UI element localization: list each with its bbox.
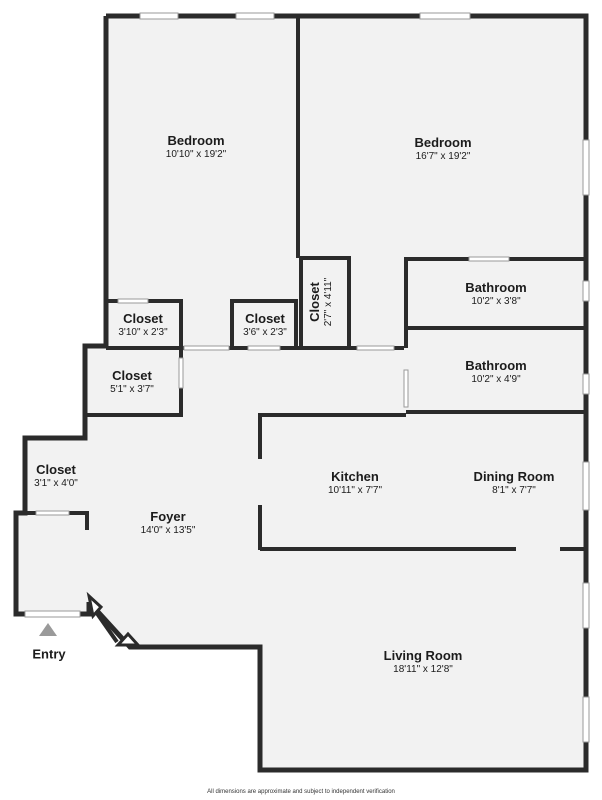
room-dims: 3'6" x 2'3": [243, 326, 287, 338]
room-dims: 2'7" x 4'11": [322, 277, 334, 327]
door-bath-lower: [403, 369, 409, 408]
window-bedroom-left-2: [235, 12, 275, 20]
room-dims: 10'2" x 4'9": [471, 373, 521, 385]
window-entry: [24, 610, 81, 618]
label-dining-room: Dining Room 8'1" x 7'7": [473, 468, 555, 496]
door-closet-d: [178, 357, 184, 389]
room-name: Living Room: [383, 647, 463, 663]
room-dims: 14'0" x 13'5": [140, 524, 196, 536]
label-bathroom-lower: Bathroom 10'2" x 4'9": [465, 357, 527, 385]
room-name: Dining Room: [473, 468, 555, 484]
room-dims: 10'2" x 3'8": [471, 295, 521, 307]
window-living-2: [582, 696, 590, 743]
label-kitchen: Kitchen 10'11" x 7'7": [327, 468, 383, 496]
entry-label: Entry: [32, 646, 66, 662]
room-name: Bathroom: [465, 357, 527, 373]
label-closet-e: Closet 3'1" x 4'0": [34, 461, 78, 489]
door-bath-upper: [468, 256, 510, 262]
room-name: Closet: [36, 461, 76, 477]
room-name: Bedroom: [167, 132, 225, 148]
room-dims: 10'10" x 19'2": [165, 148, 227, 160]
label-closet-b: Closet 3'6" x 2'3": [243, 310, 287, 338]
label-bedroom-right: Bedroom 16'7" x 19'2": [414, 134, 472, 162]
room-name: Closet: [112, 367, 152, 383]
floor-area: [16, 16, 586, 770]
room-name: Bathroom: [465, 279, 527, 295]
label-closet-d: Closet 5'1" x 3'7": [110, 367, 154, 395]
label-bathroom-upper: Bathroom 10'2" x 3'8": [465, 279, 527, 307]
window-dining: [582, 461, 590, 511]
label-bedroom-left: Bedroom 10'10" x 19'2": [165, 132, 227, 160]
room-dims: 5'1" x 3'7": [110, 383, 154, 395]
window-bedroom-right-side: [582, 139, 590, 196]
room-name: Bedroom: [414, 134, 472, 150]
window-bath-upper: [582, 280, 590, 302]
label-closet-c: Closet 2'7" x 4'11": [306, 277, 334, 327]
label-closet-a: Closet 3'10" x 2'3": [118, 310, 168, 338]
room-dims: 8'1" x 7'7": [492, 484, 536, 496]
label-foyer: Foyer 14'0" x 13'5": [140, 508, 196, 536]
wall-closet-b: [230, 299, 298, 348]
window-bedroom-right: [419, 12, 471, 20]
wall-bath-upper: [404, 257, 586, 348]
door-closet-b: [247, 345, 281, 351]
door-closet-a: [117, 298, 149, 304]
door-hall: [183, 345, 230, 351]
room-name: Closet: [306, 282, 322, 322]
window-bath-lower: [582, 373, 590, 395]
room-name: Closet: [123, 310, 163, 326]
entry-angled-feature: [86, 591, 142, 647]
room-dims: 16'7" x 19'2": [415, 150, 471, 162]
windows: [24, 12, 590, 743]
window-living-1: [582, 582, 590, 629]
room-dims: 10'11" x 7'7": [327, 484, 383, 496]
door-closet-c: [356, 345, 395, 351]
entry-arrow-icon: [39, 623, 57, 636]
wall-closet-c: [299, 256, 351, 348]
window-bedroom-left-1: [139, 12, 179, 20]
door-closet-e: [35, 510, 70, 516]
room-dims: 18'11" x 12'8": [393, 663, 453, 675]
room-name: Closet: [245, 310, 285, 326]
label-living-room: Living Room 18'11" x 12'8": [383, 647, 463, 675]
disclaimer: All dimensions are approximate and subje…: [207, 789, 395, 795]
room-dims: 3'1" x 4'0": [34, 477, 78, 489]
room-dims: 3'10" x 2'3": [118, 326, 168, 338]
room-name: Foyer: [150, 508, 186, 524]
room-name: Kitchen: [331, 468, 379, 484]
